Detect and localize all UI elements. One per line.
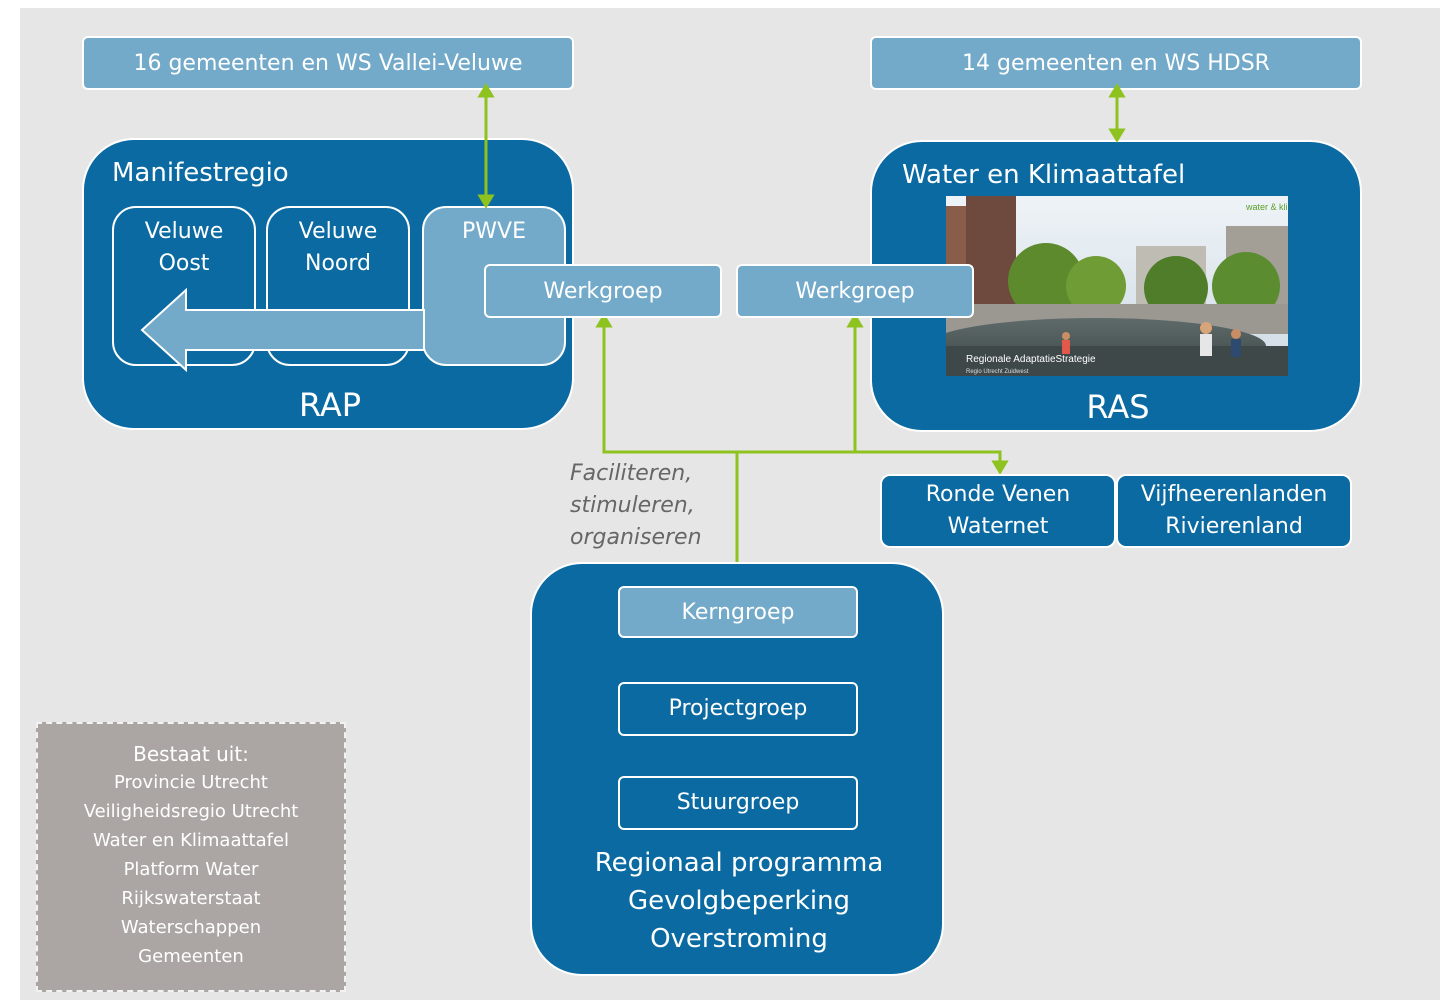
bestaat-uit-item: Platform Water: [123, 859, 259, 880]
bestaat-uit-item: Water en Klimaattafel: [92, 830, 290, 851]
ras-footer: RAS: [1086, 388, 1150, 426]
faciliteren-label-3: organiseren: [570, 525, 702, 550]
program-title-3: Overstroming: [650, 924, 828, 954]
program-title-2: Gevolgbeperking: [627, 886, 851, 916]
faciliteren-label-2: stimuleren,: [570, 493, 695, 518]
program-title-1: Regionaal programma: [594, 848, 884, 878]
bestaat-uit-item: Provincie Utrecht: [114, 772, 268, 793]
ras-photo-caption: Regionale AdaptatieStrategie: [966, 354, 1096, 365]
ras-werkgroep: Werkgroep: [736, 264, 974, 318]
bestaat-uit-item: Veiligheidsregio Utrecht: [83, 801, 299, 822]
bestaat-uit-item: Waterschappen: [120, 917, 262, 938]
rap-footer: RAP: [298, 386, 362, 424]
partner-ronde-venen: Ronde Venen Waternet: [880, 474, 1116, 548]
bestaat-uit-title: Bestaat uit:: [133, 742, 249, 766]
bestaat-uit-item: Rijkswaterstaat: [121, 888, 261, 909]
program-projectgroep: Projectgroep: [618, 682, 858, 736]
rap-title: Manifestregio: [112, 158, 289, 188]
program-container: Kerngroep Projectgroep Stuurgroep Region…: [530, 562, 944, 976]
top-right-label: 14 gemeenten en WS HDSR: [870, 36, 1362, 90]
ras-photo: water & klimaat Regionale AdaptatieStrat…: [946, 196, 1288, 376]
ras-photo-logo: water & klimaat: [1245, 202, 1288, 212]
program-stuurgroep: Stuurgroep: [618, 776, 858, 830]
ras-title: Water en Klimaattafel: [902, 160, 1186, 190]
top-left-label: 16 gemeenten en WS Vallei-Veluwe: [82, 36, 574, 90]
partner-vijfheerenlanden: Vijfheerenlanden Rivierenland: [1116, 474, 1352, 548]
bestaat-uit-item: Gemeenten: [138, 946, 244, 967]
bestaat-uit-box: Bestaat uit: Provincie Utrecht Veilighei…: [36, 722, 346, 992]
rap-flow-arrow: [140, 287, 425, 373]
ras-photo-subcaption: Regio Utrecht Zuidwest: [966, 369, 1029, 375]
program-kerngroep: Kerngroep: [618, 586, 858, 638]
ras-photo-image: water & klimaat Regionale AdaptatieStrat…: [946, 196, 1288, 376]
rap-werkgroep: Werkgroep: [484, 264, 722, 318]
faciliteren-label-1: Faciliteren,: [570, 461, 693, 486]
